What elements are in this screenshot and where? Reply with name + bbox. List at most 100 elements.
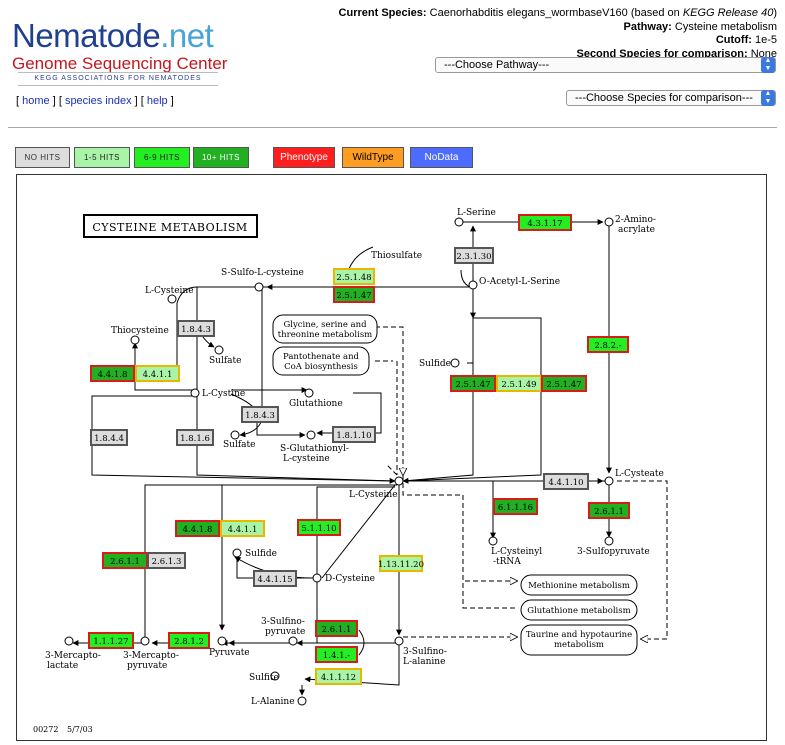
enzyme-box[interactable] (450, 375, 496, 392)
enzyme-box[interactable] (147, 552, 186, 569)
compound-l-cysteine-topleft: L-Cysteine (145, 286, 194, 296)
enzyme-label: 4.4.1.15 (257, 575, 292, 585)
enzyme-label: 2.5.1.48 (336, 273, 371, 283)
nav-help-link[interactable]: help (146, 95, 168, 107)
enzyme-label: 2.5.1.47 (336, 291, 371, 301)
compound-l-serine: L-Serine (457, 208, 496, 218)
compound-sulfide-mid: Sulfide (245, 549, 277, 559)
compound-l-cysteine-center: L-Cysteine (349, 490, 398, 500)
enzyme-box[interactable] (333, 268, 375, 285)
compound-o-acetyl-l-serine: O-Acetyl-L-Serine (479, 277, 560, 287)
map-footer-id: 00272 (33, 725, 58, 734)
enzyme-box[interactable] (587, 336, 629, 353)
compound-glutathione: Glutathione (289, 399, 343, 409)
pathway-map: L-Serine 2-Amino- acrylate Thiosulfate S… (16, 174, 767, 741)
cutoff-label: Cutoff: (715, 34, 752, 46)
enzyme-label: 6.1.1.16 (498, 503, 533, 513)
enzyme-box[interactable] (90, 365, 135, 382)
enzyme-label: 1.8.1.10 (336, 431, 371, 441)
enzyme-label: 1.8.1.6 (180, 434, 210, 444)
pathway-glycine-label: Glycine, serine and (283, 320, 367, 330)
nav-species-index-link[interactable]: species index (64, 95, 132, 107)
choose-pathway-select[interactable]: ---Choose Pathway--- ▲▼ (435, 57, 776, 73)
site-logo[interactable]: Nematode.net (12, 16, 214, 56)
legend-1-5-hits: 1-5 HITS (74, 147, 130, 168)
enzyme-box[interactable] (176, 429, 214, 446)
enzyme-label: 4.4.1.8 (98, 370, 128, 380)
second-species-value: None (750, 47, 777, 60)
compound-3-sulfino-l-alanine: 3-Sulfino- (403, 647, 447, 657)
compound-amino-acrylate-2: acrylate (618, 225, 655, 235)
enzyme-box[interactable] (333, 286, 375, 303)
map-title-box (83, 214, 258, 238)
enzyme-box[interactable] (541, 375, 587, 392)
compound-3-sulfinopyruvate-2: pyruvate (265, 627, 305, 637)
enzyme-box[interactable] (135, 365, 180, 382)
enzyme-box[interactable] (253, 570, 297, 587)
nav-home-link[interactable]: home (22, 95, 50, 107)
pathway-link-glycine[interactable] (272, 314, 378, 344)
enzyme-label: 4.4.1.8 (183, 525, 213, 535)
current-species-label: Current Species: (338, 7, 427, 19)
cutoff-value: 1e-5 (754, 34, 777, 46)
map-title: CYSTEINE METABOLISM (92, 221, 247, 234)
legend-no-hits: NO HITS (15, 147, 70, 168)
compound-s-glutathionyl: S-Glutathionyl- (280, 444, 349, 454)
pathway-link-taurine[interactable] (520, 624, 638, 656)
enzyme-label: 4.3.1.17 (527, 219, 562, 229)
legend-wildtype: WildType (342, 147, 404, 168)
second-species-label: Second Species for comparison: (576, 47, 748, 60)
enzyme-box[interactable] (315, 620, 358, 637)
enzyme-box[interactable] (177, 320, 215, 337)
species-info: Current Species: Caenorhabditis elegans_… (338, 7, 777, 60)
compound-amino-acrylate: 2-Amino- (615, 215, 656, 225)
select-arrows-icon: ▲▼ (761, 57, 775, 73)
enzyme-label: 1.13.11.20 (378, 560, 424, 570)
compound-3-mercaptopyruvate: 3-Mercapto- (123, 651, 179, 661)
kegg-release: KEGG Release 40 (682, 7, 774, 19)
compound-3-sulfopyruvate: 3-Sulfopyruvate (577, 547, 650, 557)
enzyme-box[interactable] (315, 668, 362, 685)
enzyme-box[interactable] (588, 502, 630, 519)
enzyme-label: 1.8.4.3 (181, 325, 211, 335)
pathway-link-methionine[interactable] (520, 574, 638, 596)
enzyme-box[interactable] (220, 520, 265, 537)
pathway-methionine-label: Methionine metabolism (528, 581, 630, 591)
legend-10-plus-hits: 10+ HITS (193, 147, 249, 168)
enzyme-label: 2.8.2.- (594, 341, 621, 351)
compound-sulfate-1: Sulfate (209, 356, 241, 366)
enzyme-box[interactable] (88, 632, 134, 649)
enzyme-label: 2.3.1.30 (456, 252, 491, 262)
pathway-link-pantothenate[interactable] (272, 346, 370, 376)
compound-3-sulfinopyruvate: 3-Sulfino- (261, 617, 305, 627)
enzyme-label: 4.4.1.1 (228, 525, 258, 535)
enzyme-box[interactable] (493, 498, 538, 515)
pathway-glutathione-label: Glutathione metabolism (527, 606, 630, 616)
enzyme-box[interactable] (518, 214, 572, 231)
compound-pyruvate: Pyruvate (209, 648, 250, 658)
enzyme-box[interactable] (168, 632, 210, 649)
enzyme-box[interactable] (175, 520, 220, 537)
enzyme-box[interactable] (315, 646, 358, 663)
choose-species-select[interactable]: ---Choose Species for comparison--- ▲▼ (566, 90, 776, 106)
enzyme-box[interactable] (379, 555, 423, 572)
compound-l-cystine: L-Cystine (202, 389, 245, 399)
enzyme-box[interactable] (90, 429, 128, 446)
pathway-pantothenate-label-2: CoA biosynthesis (284, 362, 358, 372)
enzyme-box[interactable] (454, 247, 494, 264)
enzyme-box[interactable] (241, 406, 279, 423)
top-nav: [ home ] [ species index ] [ help ] (16, 95, 174, 107)
pathway-link-glutathione[interactable] (520, 599, 638, 621)
enzyme-box[interactable] (297, 519, 341, 536)
map-footer-date: 5/7/03 (67, 725, 93, 734)
compound-3-sulfino-l-alanine-2: L-alanine (403, 657, 445, 667)
compound-thiosulfate: Thiosulfate (371, 251, 422, 261)
select-arrows-icon: ▲▼ (761, 90, 775, 106)
compound-sulfite: Sulfite (249, 673, 279, 683)
enzyme-label: 2.5.1.47 (455, 380, 490, 390)
enzyme-box[interactable] (332, 426, 376, 443)
enzyme-label: 1.8.4.4 (94, 434, 124, 444)
enzyme-label: 2.6.1.1 (322, 625, 352, 635)
enzyme-label: 5.1.1.10 (301, 524, 336, 534)
enzyme-box[interactable] (543, 473, 589, 490)
